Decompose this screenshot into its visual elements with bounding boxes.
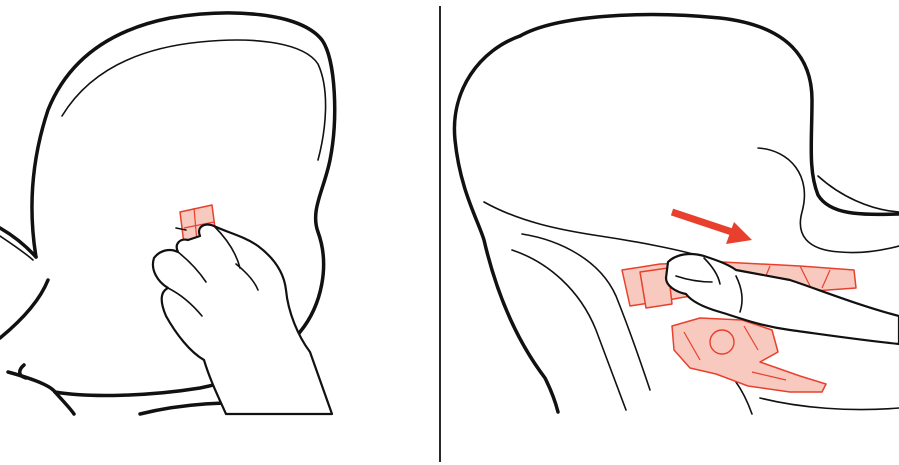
seat-bottom-right — [760, 398, 899, 410]
arrow-right-down-icon — [672, 212, 752, 244]
seat-shell-outline — [520, 15, 899, 215]
backrest-right — [758, 148, 899, 253]
seat-back-inner-line — [62, 40, 326, 160]
seat-wing-left — [0, 228, 36, 257]
left-panel — [0, 13, 335, 414]
seat-cushion-curve-2 — [512, 250, 626, 410]
harness-buckle-ring — [710, 330, 734, 354]
seat-shell-inner-edge — [484, 202, 700, 256]
seat-base-foot — [20, 365, 26, 378]
seat-wing-lower — [0, 280, 48, 338]
right-panel — [454, 15, 899, 414]
seat-cushion-curve — [522, 234, 650, 390]
